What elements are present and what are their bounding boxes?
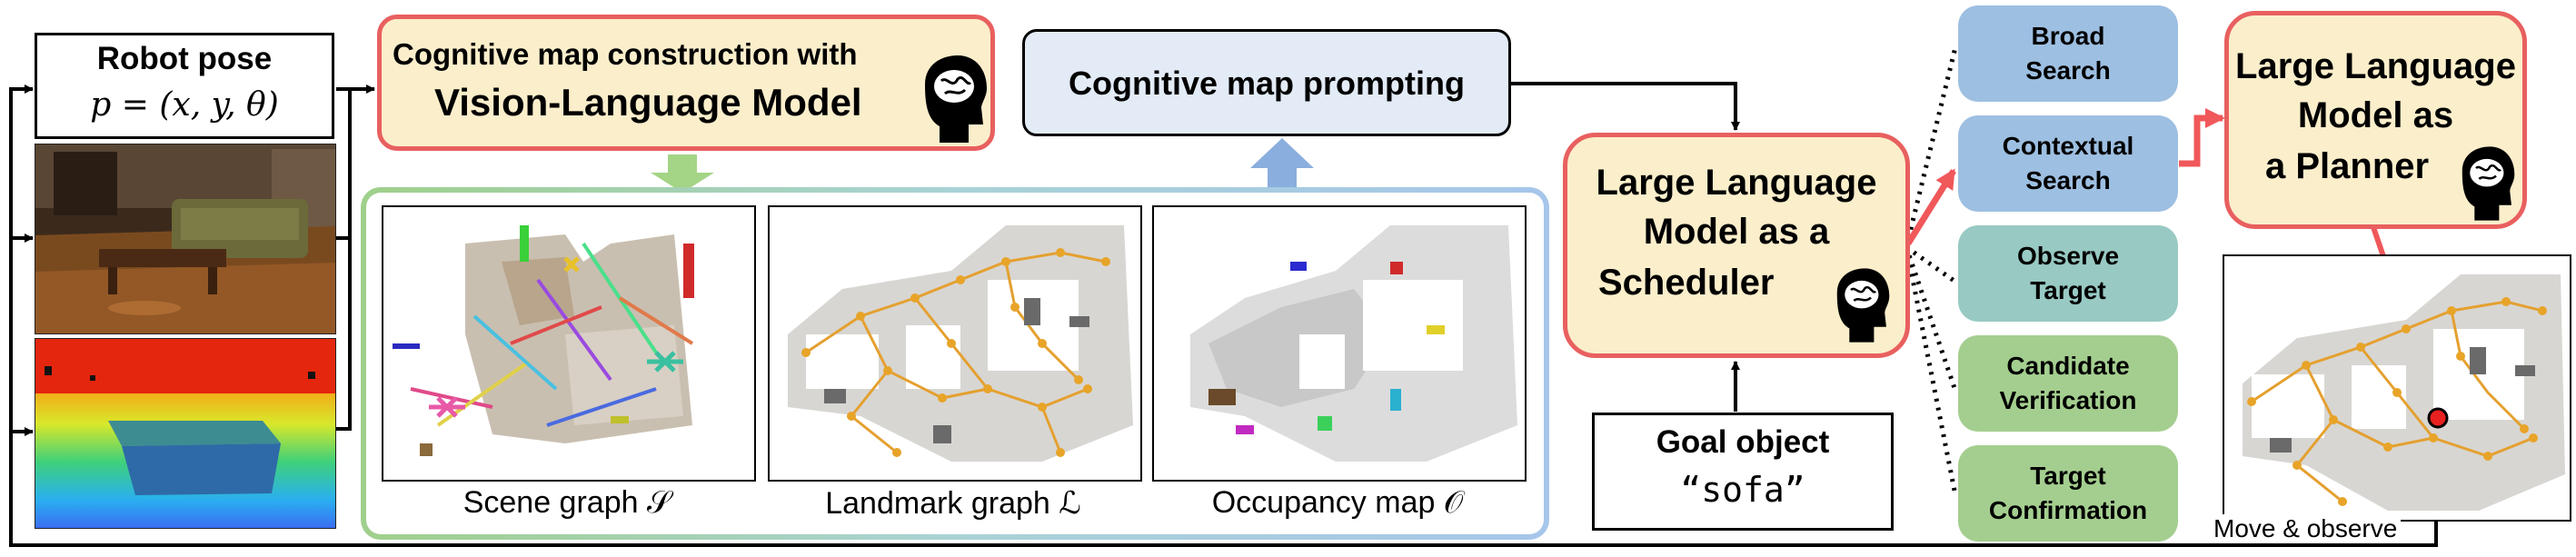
- scheduler-line3: Scheduler: [1598, 263, 1775, 303]
- contextual-search-mode: Contextual Search: [1958, 115, 2178, 212]
- occupancy-map-caption: Occupancy map 𝒪: [1211, 485, 1464, 520]
- scene-graph-caption: Scene graph 𝒮: [462, 485, 671, 520]
- rgb-observation-image: [35, 144, 336, 334]
- target-confirmation-line1: Target: [2030, 462, 2106, 490]
- vlm-down-arrow: [651, 154, 714, 193]
- broad-search-mode: Broad Search: [1958, 5, 2178, 102]
- move-observe-label: Move & observe: [2210, 514, 2402, 543]
- target-confirmation-mode: Target Confirmation: [1958, 445, 2178, 542]
- cognitive-map-line2: Vision-Language Model: [434, 81, 862, 124]
- planner-line3: a Planner: [2265, 146, 2430, 186]
- robot-pose-title: Robot pose: [96, 41, 273, 76]
- robot-pose-formula: p = (x, y, θ): [90, 86, 279, 124]
- observe-target-mode: Observe Target: [1958, 225, 2178, 322]
- broad-search-line2: Search: [2025, 56, 2111, 85]
- scheduler-line1: Large Language: [1596, 163, 1877, 203]
- brain-head-icon: [1836, 268, 1890, 343]
- planner-line1: Large Language: [2235, 46, 2516, 86]
- llm-scheduler-box: Large Language Model as a Scheduler: [1563, 133, 1910, 358]
- llm-planner-box: Large Language Model as a Planner: [2224, 11, 2527, 229]
- brain-head-icon: [2462, 146, 2515, 221]
- robot-position-marker: [2427, 407, 2449, 429]
- planner-line2: Model as: [2297, 95, 2454, 135]
- candidate-verification-mode: Candidate Verification: [1958, 335, 2178, 432]
- occupancy-map-panel: [1152, 205, 1527, 482]
- landmark-graph-caption: Landmark graph ℒ: [825, 486, 1081, 521]
- robot-pose-box: Robot pose p = (x, y, θ): [35, 33, 334, 139]
- broad-search-line1: Broad: [2031, 22, 2105, 50]
- prompt-up-arrow: [1250, 138, 1314, 191]
- landmark-graph-panel: [768, 205, 1142, 482]
- scheduler-line2: Model as a: [1643, 212, 1830, 252]
- cognitive-map-line1: Cognitive map construction with: [393, 37, 858, 71]
- cognitive-map-construction-box: Cognitive map construction with Vision-L…: [377, 15, 995, 151]
- observe-target-line1: Observe: [2016, 242, 2120, 270]
- move-observe-map: [2223, 254, 2571, 522]
- observe-target-line2: Target: [2030, 276, 2106, 304]
- candidate-verification-line1: Candidate: [2006, 352, 2130, 380]
- contextual-search-line1: Contextual: [2002, 132, 2134, 160]
- target-confirmation-line2: Confirmation: [1988, 496, 2148, 524]
- prompting-label: Cognitive map prompting: [1069, 65, 1465, 102]
- contextual-search-line2: Search: [2025, 166, 2111, 194]
- feedback-loop-line: [9, 85, 2438, 547]
- goal-title: Goal object: [1656, 424, 1830, 460]
- candidate-verification-line2: Verification: [1999, 386, 2137, 414]
- depth-observation-image: [35, 338, 336, 529]
- goal-object-box: Goal object “sofa”: [1592, 413, 1894, 531]
- goal-value: “sofa”: [1680, 470, 1805, 510]
- cognitive-map-prompting-box: Cognitive map prompting: [1022, 29, 1511, 136]
- brain-head-icon: [925, 55, 987, 143]
- scene-graph-panel: [382, 205, 756, 482]
